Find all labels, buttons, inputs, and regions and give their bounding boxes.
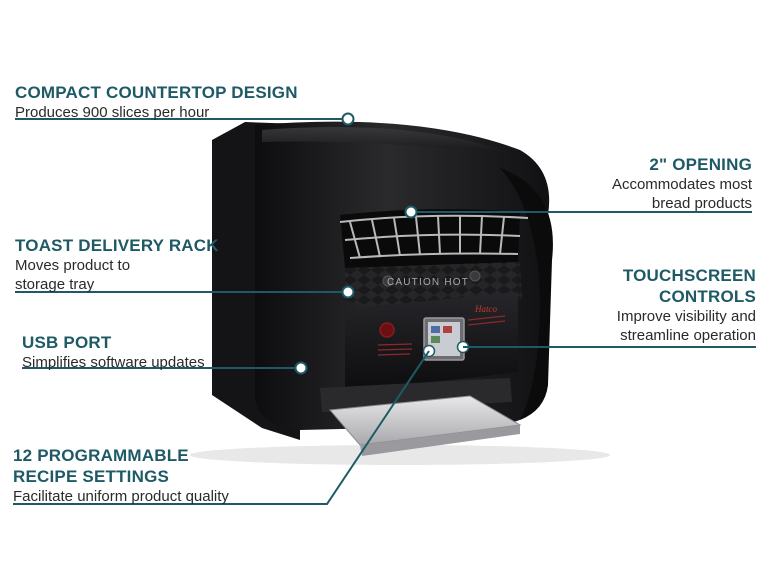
callout-description-line-2: storage tray [15, 276, 95, 293]
panel-text-lines [377, 315, 506, 356]
callout-compact-design: COMPACT COUNTERTOP DESIGN Produces 900 s… [15, 82, 345, 122]
callout-description-line-2: bread products [651, 195, 752, 212]
callout-description: Facilitate uniform product quality [13, 488, 229, 505]
rivet-left [382, 275, 394, 287]
dot-opening [404, 205, 418, 219]
power-indicator [379, 322, 395, 338]
floor-shadow [190, 445, 610, 465]
callout-opening: 2" OPENING Accommodates most bread produ… [492, 154, 752, 213]
touchscreen-tile [431, 326, 440, 333]
wire-rack [339, 214, 529, 259]
callout-description: Simplifies software updates [22, 354, 205, 371]
callout-description-line-1: Accommodates most [611, 176, 752, 193]
touchscreen-tile-2 [443, 326, 452, 333]
side-shell [500, 168, 553, 420]
callout-description-line-1: Moves product to [15, 257, 131, 274]
callout-title-line-1: 12 PROGRAMMABLE [13, 446, 189, 465]
rivet-right [469, 270, 481, 282]
top-highlight [262, 127, 515, 155]
dot-compact [341, 112, 355, 126]
callout-title-line-2: CONTROLS [659, 287, 756, 306]
callout-title: COMPACT COUNTERTOP DESIGN [15, 83, 298, 102]
marker-dots [294, 112, 418, 375]
callout-title: USB PORT [22, 333, 112, 352]
callout-title: TOAST DELIVERY RACK [15, 236, 219, 255]
callout-touchscreen: TOUCHSCREEN CONTROLS Improve visibility … [496, 265, 756, 345]
touchscreen-tile-3 [431, 336, 440, 343]
brand-logo: Hatco [474, 304, 497, 314]
dot-usb [294, 361, 308, 375]
leader-lines [13, 118, 756, 505]
callout-title-line-1: TOUCHSCREEN [622, 266, 756, 285]
leader-recipes [13, 350, 430, 505]
tray-lip [360, 425, 520, 456]
callout-recipe-settings: 12 PROGRAMMABLE RECIPE SETTINGS Facilita… [13, 445, 293, 506]
callout-delivery-rack: TOAST DELIVERY RACK Moves product to sto… [15, 235, 275, 294]
callout-description-line-1: Improve visibility and [616, 308, 756, 325]
callout-description: Produces 900 slices per hour [15, 104, 210, 121]
callout-title-line-2: RECIPE SETTINGS [13, 467, 170, 486]
callout-description-line-2: streamline operation [620, 327, 756, 344]
dot-rack [341, 285, 355, 299]
callout-usb-port: USB PORT Simplifies software updates [22, 332, 272, 372]
caution-label: CAUTION HOT [387, 277, 469, 288]
callout-title: 2" OPENING [649, 155, 752, 174]
